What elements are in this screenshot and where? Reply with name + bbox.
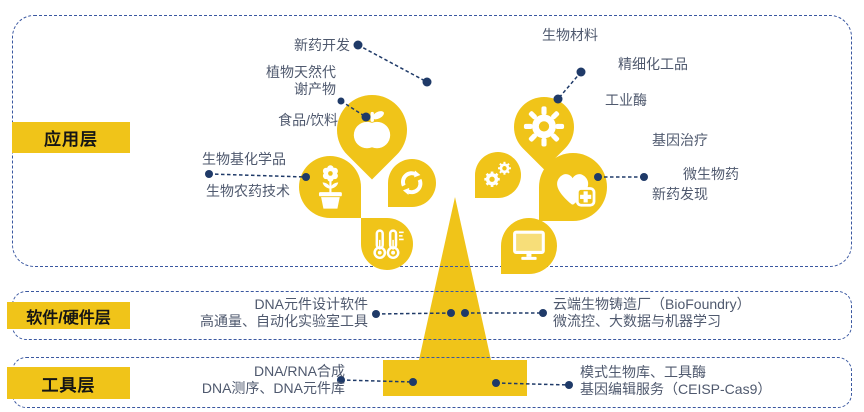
recycle-glyph (401, 170, 423, 196)
label-gene-therapy: 基因治疗 (652, 132, 708, 148)
label-line-1: 植物天然代 (266, 64, 336, 80)
flower-pot-glyph (318, 164, 342, 209)
label-plant-natural-metabolites: 植物天然代 谢产物 (266, 64, 336, 98)
application-layer-box (12, 15, 852, 267)
monitor-icon (501, 218, 557, 274)
label-biopesticide-tech: 生物农药技术 (206, 183, 290, 199)
application-layer-label: 应用层 (12, 122, 130, 153)
label-line-2: 谢产物 (294, 81, 336, 97)
label-dna-design-software: DNA元件设计软件 (254, 296, 368, 312)
label-industrial-enzymes: 工业酶 (605, 92, 647, 108)
label-new-drug-development: 新药开发 (294, 37, 350, 53)
label-biofoundry: 云端生物铸造厂（BioFoundry） (553, 296, 751, 312)
label-gene-editing-service: 基因编辑服务（CEISP-Cas9） (580, 381, 772, 397)
tools-layer-label: 工具层 (7, 367, 130, 399)
label-dna-sequencing-library: DNA测序、DNA元件库 (201, 380, 345, 396)
label-highthroughput-lab-tools: 高通量、自动化实验室工具 (200, 313, 368, 329)
software-layer-right-text: 云端生物铸造厂（BioFoundry） 微流控、大数据与机器学习 (553, 296, 751, 330)
recycle-icon (388, 159, 436, 207)
medical-heart-icon (539, 153, 607, 221)
gears-glyph (484, 161, 512, 188)
label-fine-chemicals: 精细化工品 (618, 56, 688, 72)
label-microfluidics-bigdata-ml: 微流控、大数据与机器学习 (553, 313, 721, 329)
label-biobased-chemicals: 生物基化学品 (202, 151, 286, 167)
label-biomaterials: 生物材料 (542, 27, 598, 43)
label-microbial-drugs: 微生物药 (683, 166, 739, 182)
flower-pot-icon (299, 156, 361, 218)
label-dna-rna-synthesis: DNA/RNA合成 (253, 363, 345, 379)
monitor-glyph (513, 230, 545, 260)
thermometer-glyph (373, 229, 404, 259)
tools-layer-right-text: 模式生物库、工具酶 基因编辑服务（CEISP-Cas9） (580, 364, 771, 398)
software-hardware-layer-label: 软件/硬件层 (7, 302, 130, 329)
gear-glyph (523, 106, 565, 148)
software-layer-left-text: DNA元件设计软件 高通量、自动化实验室工具 (200, 296, 368, 330)
gears-icon (475, 152, 521, 198)
apple-icon (322, 80, 422, 180)
label-food-beverage: 食品/饮料 (278, 112, 338, 128)
thermometer-icon (361, 218, 413, 270)
gear-icon (501, 84, 587, 170)
label-model-organism-enzymes: 模式生物库、工具酶 (580, 364, 706, 380)
tools-layer-left-text: DNA/RNA合成 DNA测序、DNA元件库 (202, 363, 345, 397)
medical-heart-glyph (557, 174, 596, 207)
apple-glyph (353, 111, 391, 149)
label-drug-discovery: 新药发现 (652, 186, 708, 202)
